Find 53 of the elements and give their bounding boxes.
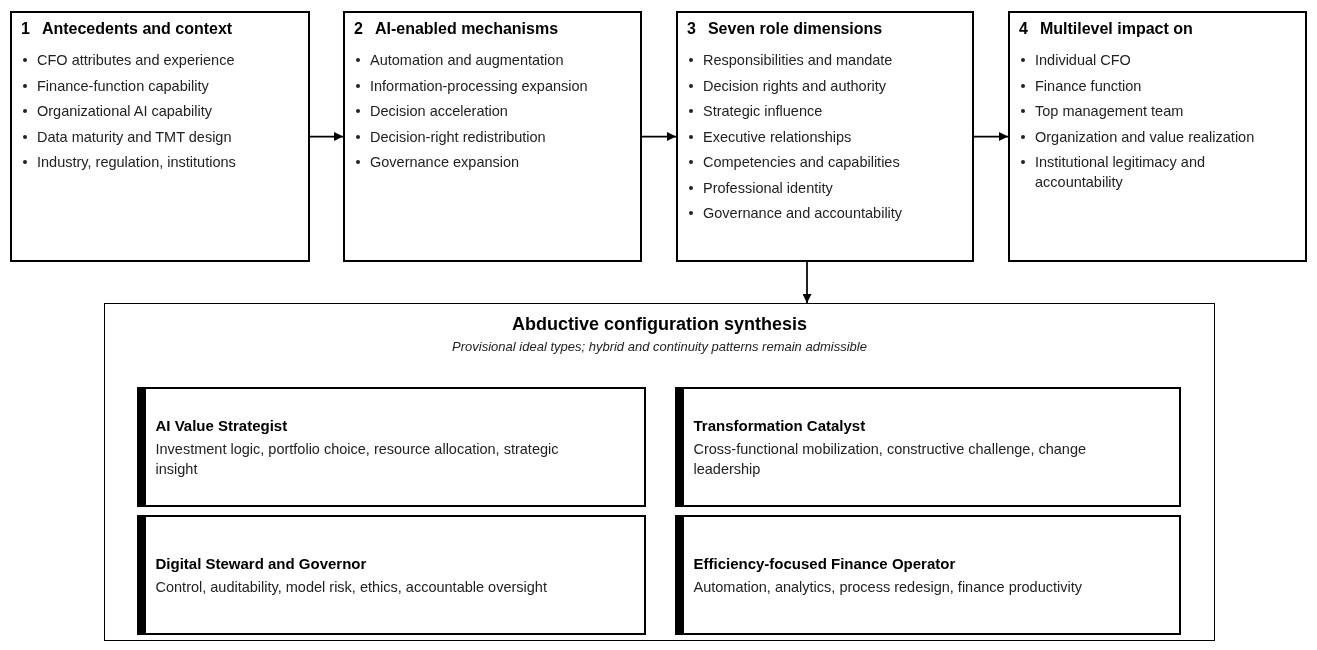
bullet-item: Finance function xyxy=(1035,76,1142,96)
bullet-item: Executive relationships xyxy=(703,127,852,147)
synthesis-panel xyxy=(104,303,1215,641)
arrow xyxy=(641,132,677,141)
bullet-item: Responsibilities and mandate xyxy=(703,51,893,70)
bullet-item: Organizational AI capability xyxy=(37,102,212,121)
bullet-item: Professional identity xyxy=(703,178,833,198)
role-card xyxy=(136,386,646,507)
bullet-item: Strategic influence xyxy=(703,102,823,121)
step-number: 4 xyxy=(1019,19,1028,39)
bullet-item: Decision acceleration xyxy=(370,102,508,121)
bullet-item: Governance and accountability xyxy=(703,204,903,223)
bullet-item: Decision-right redistribution xyxy=(370,127,546,147)
stage-heading: AI-enabled mechanisms xyxy=(374,19,559,39)
bullet-item: Organization and value realization xyxy=(1035,127,1255,147)
arrow xyxy=(802,261,812,304)
bullet-item: Automation and augmentation xyxy=(370,51,564,70)
role-card xyxy=(136,514,646,635)
arrow xyxy=(973,132,1009,141)
arrow xyxy=(309,132,344,141)
stage-box xyxy=(343,11,642,262)
step-number: 3 xyxy=(687,19,696,39)
bullet-item: Individual CFO xyxy=(1035,51,1131,70)
stage-box xyxy=(10,11,310,262)
bullet-item: Top management team xyxy=(1035,102,1184,121)
stage-heading: Antecedents and context xyxy=(41,19,233,39)
bullet-item: Information-processing expansion xyxy=(370,76,588,96)
panel-title: Abductive configuration synthesis xyxy=(511,313,807,336)
stage-heading: Multilevel impact on xyxy=(1039,19,1193,39)
step-number: 1 xyxy=(21,19,30,39)
step-number: 2 xyxy=(354,19,363,39)
card-title: Efficiency-focused Finance Operator xyxy=(693,553,956,574)
card-description: Cross-functional mobilization, constructive challenge, change leadership xyxy=(693,439,1087,479)
bullet-item: Industry, regulation, institutions xyxy=(37,153,236,172)
card-title: AI Value Strategist xyxy=(155,415,288,436)
bullet-item: Data maturity and TMT design xyxy=(37,127,232,147)
bullet-item: Competencies and capabilities xyxy=(703,153,900,172)
role-card xyxy=(674,514,1181,635)
panel-subtitle: Provisional ideal types; hybrid and continuity patterns remain admissible xyxy=(452,338,867,356)
bullet-item: Governance expansion xyxy=(370,153,520,172)
card-description: Investment logic, portfolio choice, resource allocation, strategic insight xyxy=(155,439,560,479)
card-title: Transformation Catalyst xyxy=(693,415,866,436)
card-title: Digital Steward and Governor xyxy=(155,553,367,574)
stage-box xyxy=(676,11,974,262)
stage-box xyxy=(1008,11,1307,262)
card-description: Automation, analytics, process redesign, finance productivity xyxy=(693,577,1082,597)
bullet-item: CFO attributes and experience xyxy=(37,51,235,70)
card-description: Control, auditability, model risk, ethics, accountable oversight xyxy=(155,577,547,597)
stage-heading: Seven role dimensions xyxy=(707,19,883,39)
role-card xyxy=(674,386,1181,507)
bullet-item: Institutional legitimacy and accountability xyxy=(1035,153,1207,192)
bullet-item: Decision rights and authority xyxy=(703,76,886,96)
bullet-item: Finance-function capability xyxy=(37,76,209,96)
